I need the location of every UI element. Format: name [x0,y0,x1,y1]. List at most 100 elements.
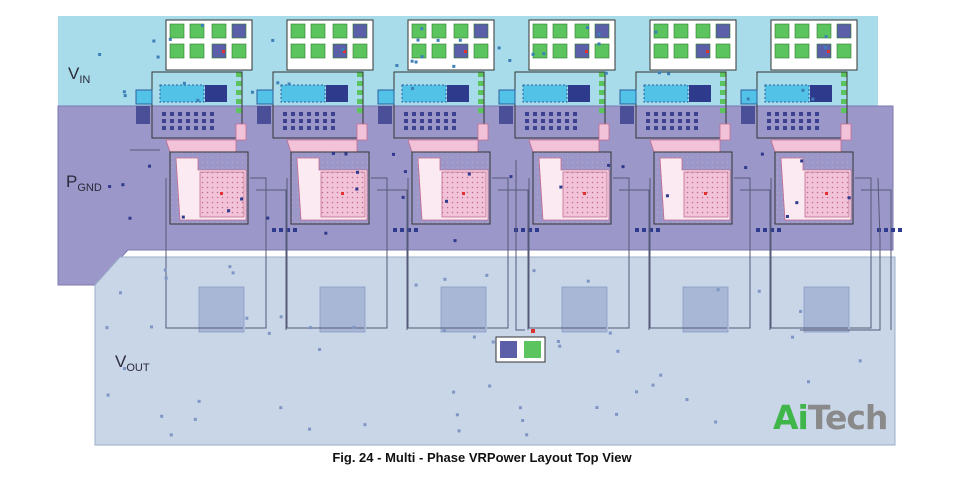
ic-via [194,112,198,116]
vout-via [228,265,232,269]
ic-via [331,119,335,123]
ic-via [678,112,682,116]
ic-via [654,126,658,130]
green-terminal [478,81,484,86]
vin-via [420,55,424,59]
ic-via [783,126,787,130]
ic-via [323,126,327,130]
cap-pad [836,23,852,39]
cap-pad [352,43,368,59]
gnd-via [393,228,397,232]
vout-via [799,309,803,313]
pgnd-via [467,172,471,176]
gnd-pad [257,106,271,124]
ic-via [291,112,295,116]
green-terminal [478,108,484,113]
aitech-watermark-logo: AiTech [773,398,888,437]
vout-via [442,329,446,333]
green-terminal [357,90,363,95]
ic-via [404,126,408,130]
cap-pad [411,23,427,39]
vin-via [410,59,414,63]
green-terminal [720,72,726,77]
return-trace [861,189,892,330]
green-terminal [236,108,242,113]
ic-via [654,112,658,116]
vout-via [659,373,663,377]
input-pad [135,89,153,105]
cap-pad [290,43,306,59]
ic-via [210,112,214,116]
ic-via [565,119,569,123]
cap-pad [473,43,489,59]
driver-ic-outline [514,71,606,139]
pgnd-via [744,166,748,170]
driver-ic-outline [756,71,848,139]
vout-via [716,288,720,292]
red-via [585,50,588,53]
ic-via [525,126,529,130]
ic-via [573,126,577,130]
red-via [341,192,344,195]
ic-via [573,112,577,116]
ic-via [186,126,190,130]
vin-via [287,82,291,86]
pgnd-via [392,152,396,156]
vin-via [458,38,462,42]
cap-pad [715,43,731,59]
ic-via [178,126,182,130]
ic-via [678,126,682,130]
vin-via [597,42,601,46]
pgnd-via [403,170,407,174]
ic-via [436,119,440,123]
cap-pad [695,43,711,59]
green-terminal [841,108,847,113]
driver-ic-outline [151,71,243,139]
vin-via [508,58,512,62]
vin-via [182,81,186,85]
vin-via [122,90,126,94]
red-via [704,192,707,195]
output-cap [440,286,487,333]
vout-via [267,331,271,335]
return-trace [256,189,287,330]
ic-via [283,126,287,130]
output-cap [198,286,245,333]
cap-pad [532,23,548,39]
vout-via [352,325,356,329]
pgnd-via [621,165,625,169]
pgnd-via [760,152,764,156]
ic-via [549,126,553,130]
green-terminal [599,108,605,113]
pgnd-via [324,231,328,235]
ic-via [646,112,650,116]
ic-via [452,126,456,130]
ic-via [775,112,779,116]
vout-via [363,423,367,427]
cap-pad [574,23,590,39]
gnd-pad [499,106,513,124]
vout-via [491,340,495,344]
ic-via [541,119,545,123]
green-terminal [357,72,363,77]
ic-via [807,126,811,130]
switch-node-pad [205,85,227,102]
green-terminal [236,90,242,95]
vin-via [436,38,440,42]
cap-pad [552,23,568,39]
ic-via [315,119,319,123]
vin-via [667,72,671,76]
pgnd-via [785,214,789,218]
output-cap [803,286,850,333]
vin-via [497,46,501,50]
ic-via [775,126,779,130]
cap-pad [816,43,832,59]
vout-via [149,325,153,329]
red-via [222,50,225,53]
ic-via [799,112,803,116]
vout-via [518,406,522,410]
green-terminal [841,81,847,86]
ic-via [807,112,811,116]
ic-via [202,119,206,123]
pgnd-via [181,215,185,219]
